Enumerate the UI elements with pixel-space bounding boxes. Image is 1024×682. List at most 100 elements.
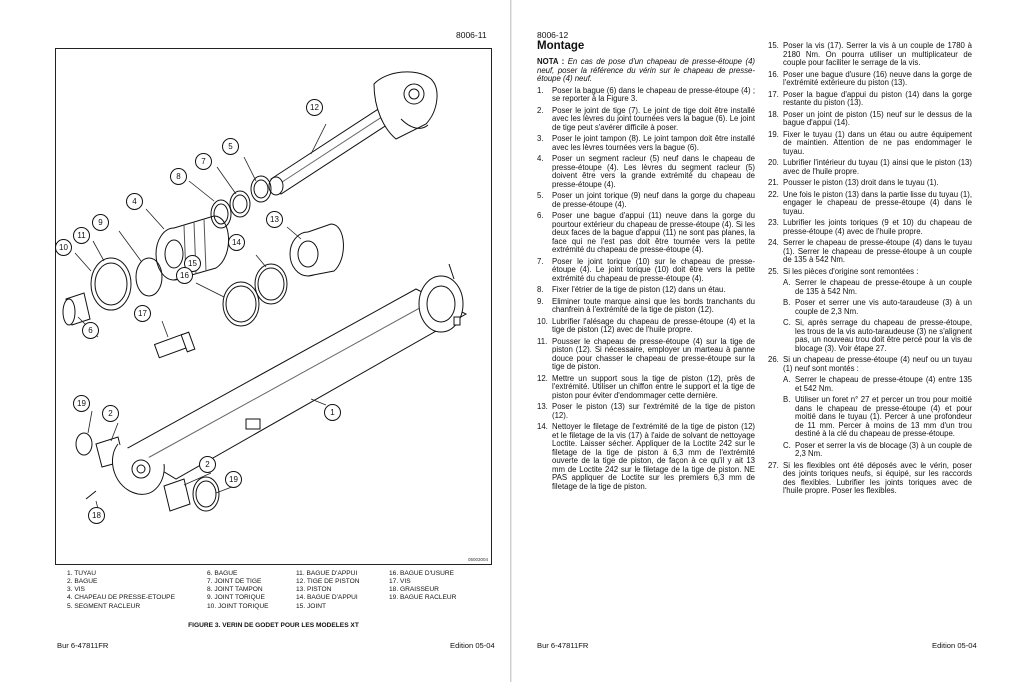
step-item: 15. Poser la vis (17). Serrer la vis à un… xyxy=(768,41,972,68)
step-number: A. xyxy=(783,375,791,384)
step-item: 9. Eliminer toute marque ainsi que les bo… xyxy=(537,296,755,315)
substep-item: A.Serrer le chapeau de presse-étoupe (4)… xyxy=(783,375,972,393)
step-number: 3. xyxy=(537,134,544,143)
legend-item: 19. BAGUE RACLEUR xyxy=(389,594,457,602)
legend-item: 17. VIS xyxy=(389,578,411,586)
legend-item: 7. JOINT DE TIGE xyxy=(207,578,262,586)
callout-14: 14 xyxy=(228,234,245,251)
step-text: Poser une bague d'appui (11) neuve dans … xyxy=(552,211,755,254)
step-text: Fixer l'étrier de la tige de piston (12)… xyxy=(552,285,726,294)
footer-right: Edition 05-04 xyxy=(450,641,495,650)
legend-item: 9. JOINT TORIQUE xyxy=(207,594,265,602)
step-number: 17. xyxy=(768,89,779,99)
step-item: 2.Poser le joint de tige (7). Le joint d… xyxy=(537,105,755,133)
leader-lines xyxy=(74,123,327,522)
step-number: 1. xyxy=(537,85,544,95)
cylinder-exploded-view xyxy=(62,71,468,522)
legend-column-3: 11. BAGUE D'APPUI 12. TIGE DE PISTON 13.… xyxy=(296,570,360,611)
instructions-column-2: 15. Poser la vis (17). Serrer la vis à un… xyxy=(768,41,972,499)
step-item: 4.Poser un segment racleur (5) neuf dans… xyxy=(537,154,755,189)
piston-rod-drawing xyxy=(268,71,438,196)
step-number: 13. xyxy=(537,402,548,411)
steps-list: 1. Poser la bague (6) dans le chapeau de … xyxy=(537,85,755,492)
step-number: 20. xyxy=(768,158,779,167)
legend-item: 16. BAGUE D'USURE xyxy=(389,570,455,577)
note-text: En cas de pose d'un chapeau de presse-ét… xyxy=(537,57,755,83)
piston-drawing xyxy=(289,223,344,277)
step-text: Poser un segment racleur (5) neuf dans l… xyxy=(552,154,755,189)
step-text: Pousser le chapeau de presse-étoupe (4) … xyxy=(552,336,755,371)
footer-left: Bur 6-47811FR xyxy=(57,641,109,650)
step-item: 27.Si les flexibles ont été déposés avec… xyxy=(768,460,972,496)
step-text: Poser la bague (6) dans le chapeau de pr… xyxy=(552,85,755,103)
substep-item: C.Si, après serrage du chapeau de presse… xyxy=(783,318,972,353)
callout-8: 8 xyxy=(170,168,187,185)
step-item: 1. Poser la bague (6) dans le chapeau de … xyxy=(537,85,755,104)
callout-4: 4 xyxy=(126,193,143,210)
step-text: Fixer le tuyau (1) dans un étau ou autre… xyxy=(783,129,972,156)
step-item: 19.Fixer le tuyau (1) dans un étau ou au… xyxy=(768,129,972,157)
section-title: Montage xyxy=(537,40,585,52)
step-number: 7. xyxy=(537,256,544,266)
step-text: Lubrifier les joints toriques (9 et 10) … xyxy=(783,218,972,236)
substep-item: C.Poser et serrer la vis de blocage (3) … xyxy=(783,440,972,459)
step-number: 10. xyxy=(537,316,548,326)
step-number: 2. xyxy=(537,105,544,115)
substep-item: A.Serrer le chapeau de presse-étoupe à u… xyxy=(783,278,972,296)
step-number: 27. xyxy=(768,460,779,470)
step-item: 21.Pousser le piston (13) droit dans le … xyxy=(768,178,972,188)
callout-19: 19 xyxy=(73,395,90,412)
step-number: 9. xyxy=(537,296,544,306)
step-item: 5.Poser un joint torique (9) neuf dans l… xyxy=(537,191,755,209)
legend-item: 2. BAGUE xyxy=(67,578,98,586)
callout-18: 18 xyxy=(88,507,105,524)
legend-item: 15. JOINT xyxy=(296,602,327,610)
step-item: 22.Une fois le piston (13) dans la parti… xyxy=(768,189,972,217)
step-text: Poser la bague d'appui du piston (14) da… xyxy=(783,89,972,107)
step-item: 13.Poser le piston (13) sur l'extrémité … xyxy=(537,402,755,420)
step-text: Eliminer toute marque ainsi que les bord… xyxy=(552,296,755,314)
legend-item: 8. JOINT TAMPON xyxy=(207,586,263,594)
step-number: 23. xyxy=(768,218,779,227)
legend-item: 18. GRAISSEUR xyxy=(389,586,439,594)
instructions-column-1: NOTA : En cas de pose d'un chapeau de pr… xyxy=(537,57,755,494)
step-item: 24.Serrer le chapeau de presse-étoupe (4… xyxy=(768,238,972,265)
figure-caption: FIGURE 3. VERIN DE GODET POUR LES MODELE… xyxy=(188,622,359,629)
step-number: C. xyxy=(783,318,791,327)
step-item: 3. Poser le joint tampon (8). Le joint ta… xyxy=(537,134,755,152)
substep-item: B.Poser et serrer une vis auto-taraudeus… xyxy=(783,298,972,316)
step-text: Poser le joint tampon (8). Le joint tamp… xyxy=(552,134,755,152)
legend-item: 10. JOINT TORIQUE xyxy=(207,602,269,610)
footer-right: Edition 05-04 xyxy=(932,641,977,650)
step-text: Utiliser un foret n° 27 et percer un tro… xyxy=(795,395,972,438)
step-number: 22. xyxy=(768,189,779,199)
right-page: 8006-12 Bur 6-47811FR Edition 05-04 xyxy=(512,0,1024,682)
callout-1: 1 xyxy=(324,404,341,421)
step-text: Pousser le piston (13) droit dans le tuy… xyxy=(783,178,939,187)
footer-left: Bur 6-47811FR xyxy=(537,641,589,650)
callout-5: 5 xyxy=(222,138,239,155)
callout-19: 19 xyxy=(225,471,242,488)
callout-11: 11 xyxy=(73,227,90,244)
step-text: Lubrifier l'alésage du chapeau de presse… xyxy=(552,316,755,334)
step-item: 20.Lubrifier l'intérieur du tuyau (1) ai… xyxy=(768,158,972,176)
callout-2: 2 xyxy=(199,456,216,473)
step-number: 15. xyxy=(768,41,779,50)
step-item: 23. Lubrifier les joints toriques (9 et 1… xyxy=(768,218,972,236)
step-number: 5. xyxy=(537,191,544,200)
step-number: 12. xyxy=(537,373,548,383)
legend-item: 11. BAGUE D'APPUI xyxy=(296,570,358,577)
legend-column-1: 1. TUYAU 2. BAGUE 3. VIS 4. CHAPEAU DE P… xyxy=(67,570,175,611)
step-number: C. xyxy=(783,440,791,450)
legend-item: 5. SEGMENT RACLEUR xyxy=(67,602,141,610)
callout-7: 7 xyxy=(195,153,212,170)
step-text: Poser la vis (17). Serrer la vis à un co… xyxy=(783,41,972,67)
page-number: 8006-12 xyxy=(537,30,569,40)
step-number: 8. xyxy=(537,285,544,294)
legend-column-2: 6. BAGUE 7. JOINT DE TIGE 8. JOINT TAMPO… xyxy=(207,570,269,611)
figure-code: 05003004 xyxy=(467,557,488,562)
step-number: 6. xyxy=(537,211,544,220)
book-spine xyxy=(510,0,513,682)
step-item: 14.Nettoyer le filetage de l'extrémité d… xyxy=(537,422,755,491)
step-text: Serrer le chapeau de presse-étoupe à un … xyxy=(795,278,972,296)
